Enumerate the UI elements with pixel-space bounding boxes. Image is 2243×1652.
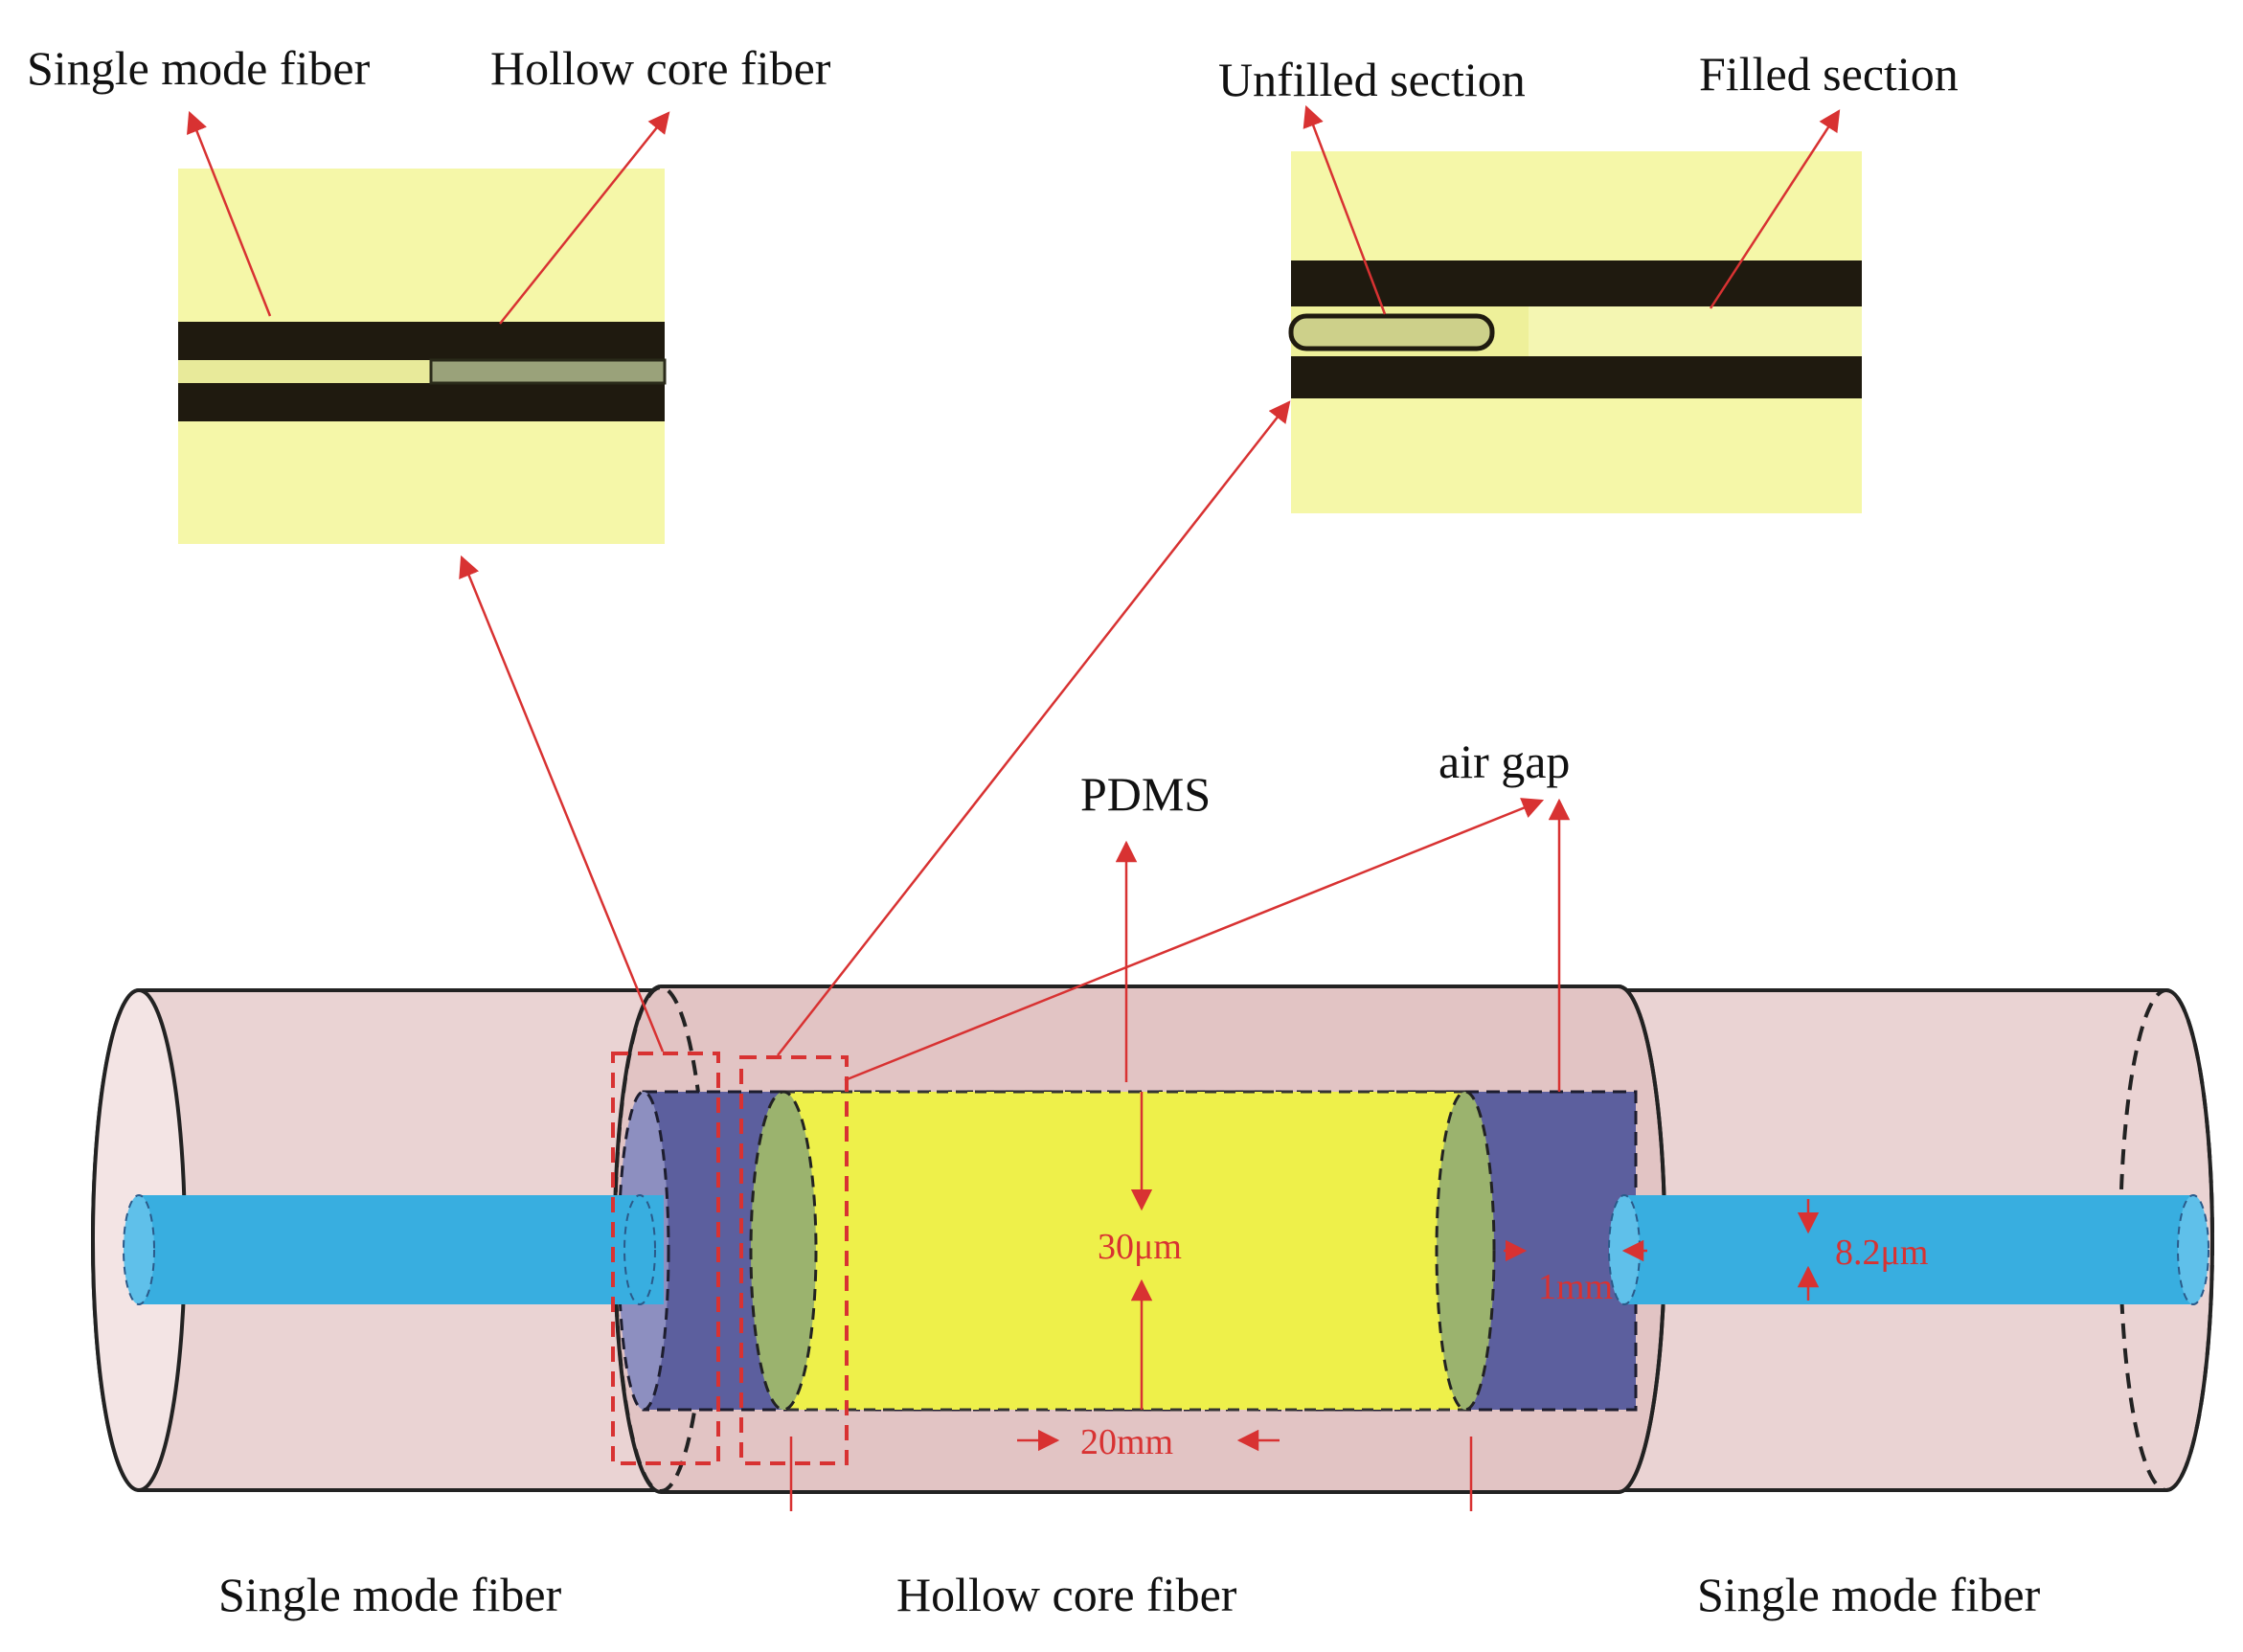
unfilled-section-image [1288, 313, 1495, 351]
dim-core-diameter: 30μm [1098, 1227, 1182, 1267]
arrow-to-smf-label [187, 110, 272, 317]
arrow-to-filled-label [1709, 109, 1841, 309]
label-single-mode-fiber-bottom-left: Single mode fiber [218, 1568, 562, 1621]
pdms-filled-section [782, 1090, 1467, 1412]
selection-box-interface [739, 1055, 849, 1465]
left-smf-core [139, 1195, 664, 1304]
fiber-structure [91, 984, 2214, 1494]
arrow-to-left-micrograph [459, 554, 665, 1052]
arrow-to-hcf-label [499, 111, 670, 325]
label-single-mode-fiber-bottom-right: Single mode fiber [1697, 1568, 2041, 1621]
pdms-right-face [1435, 1090, 1496, 1412]
selection-box-splice [611, 1052, 720, 1465]
dim-gap-length: 1mm [1538, 1267, 1613, 1307]
filled-section-image [1529, 306, 1862, 356]
hollow-core-fiber-image [429, 358, 667, 385]
arrow-to-unfilled-label [1303, 104, 1387, 315]
label-unfilled-section: Unfilled section [1218, 53, 1526, 106]
micrograph-right [1288, 151, 1862, 513]
right-smf-end-face [2118, 988, 2214, 1492]
micrograph-left [178, 169, 667, 544]
dim-filled-length: 20mm [1080, 1422, 1173, 1462]
label-hollow-core-fiber-bottom: Hollow core fiber [896, 1568, 1237, 1621]
annotation-arrows [187, 104, 1841, 1092]
pdms-left-face [749, 1090, 818, 1412]
smf-wall-bottom [178, 383, 665, 421]
label-pdms: PDMS [1080, 767, 1211, 821]
smf-wall-top [178, 322, 665, 360]
label-filled-section: Filled section [1699, 47, 1959, 101]
hcf-wall-bottom [1291, 356, 1862, 398]
label-air-gap: air gap [1439, 735, 1570, 788]
hcf-wall-top [1291, 260, 1862, 306]
right-smf-core [1624, 1195, 2193, 1304]
arrow-to-air-gap [844, 798, 1545, 1082]
arrow-to-right-micrograph [777, 400, 1291, 1056]
dim-smf-core: 8.2μm [1835, 1233, 1928, 1273]
labels: Single mode fiber Hollow core fiber Unfi… [27, 41, 2041, 1621]
label-single-mode-fiber-top: Single mode fiber [27, 41, 371, 95]
dimension-markers [789, 1092, 1820, 1511]
label-hollow-core-fiber-top: Hollow core fiber [490, 41, 831, 95]
